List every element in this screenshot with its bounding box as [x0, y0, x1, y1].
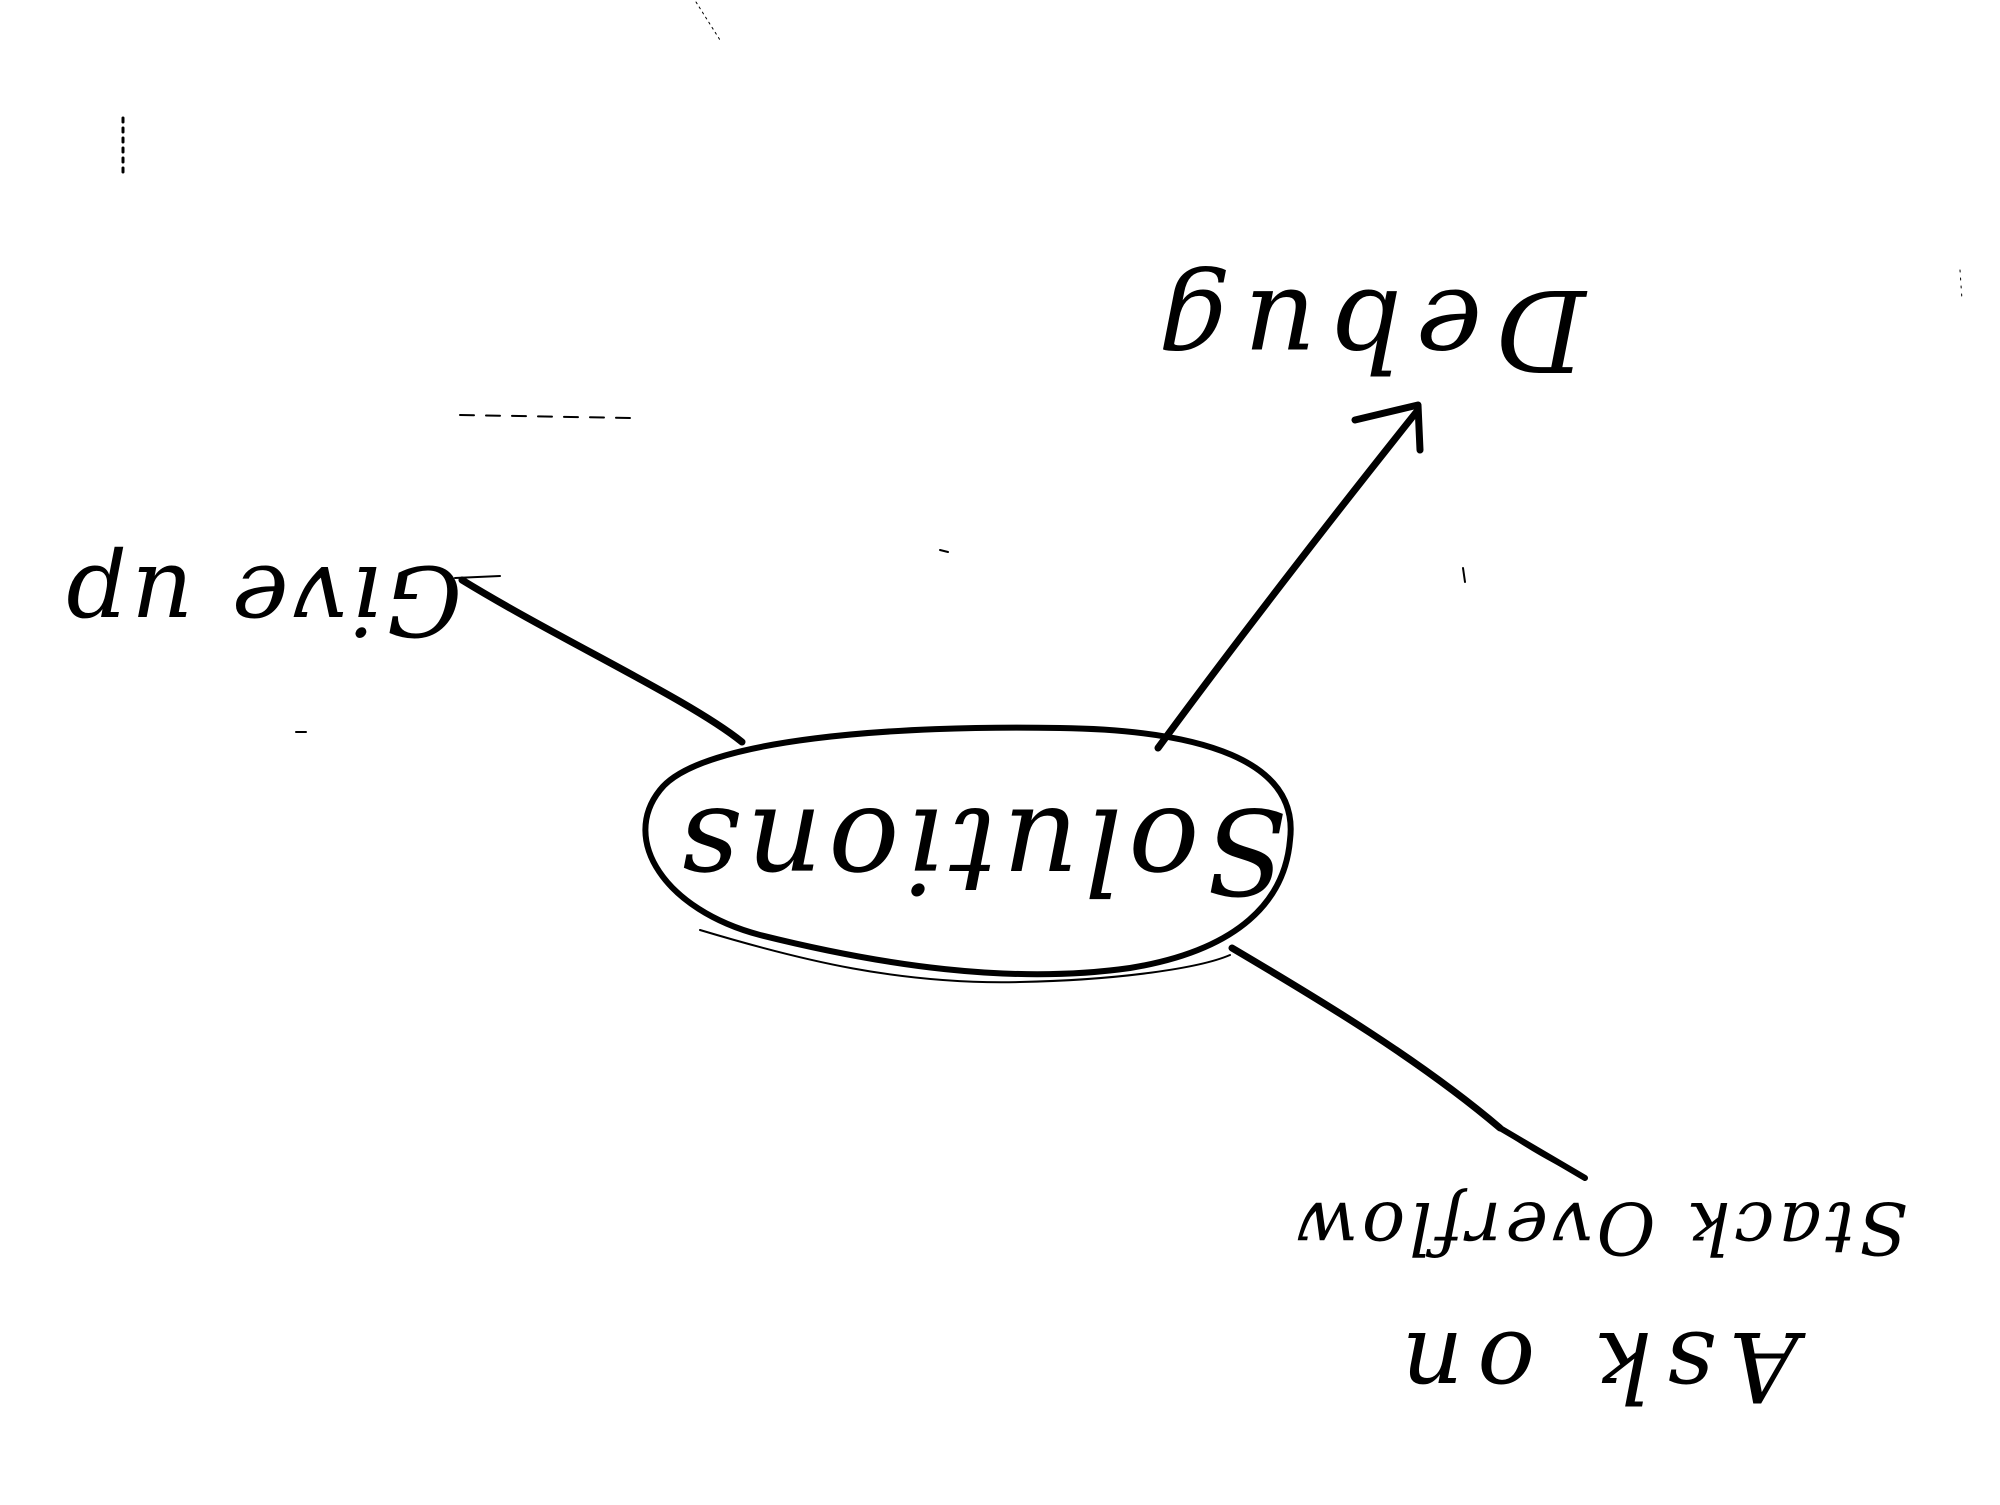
connector-give-up [458, 576, 746, 746]
arrowhead-stack-overflow-detail [1498, 1126, 1587, 1180]
branch-label-give-up: Give up [62, 544, 462, 656]
central-node-ellipse [642, 724, 1294, 978]
scan-artifacts [121, 1, 1963, 733]
scan-mark [939, 549, 949, 553]
connectors [454, 401, 1588, 1181]
scan-mark [1959, 269, 1963, 301]
scan-mark [459, 414, 631, 419]
central-node: Solutions [642, 724, 1294, 984]
arrowhead-debug [1351, 401, 1424, 454]
connector-give-up-tail [454, 575, 501, 579]
connector-stack-overflow [1228, 944, 1504, 1132]
scan-mark [1462, 567, 1466, 583]
central-node-ellipse-double-stroke [699, 929, 1231, 984]
branch-label-stack-overflow-line1: Ask on [1388, 1310, 1807, 1422]
scan-mark [695, 1, 721, 41]
connector-debug [1154, 406, 1422, 752]
branch-label-stack-overflow-line2: Stack Overflow [1292, 1186, 1907, 1270]
branch-label-debug: Debug [1144, 264, 1588, 394]
branch-labels: Debug Give up Stack Overflow Ask on [62, 264, 1908, 1422]
central-node-label: Solutions [674, 781, 1286, 919]
